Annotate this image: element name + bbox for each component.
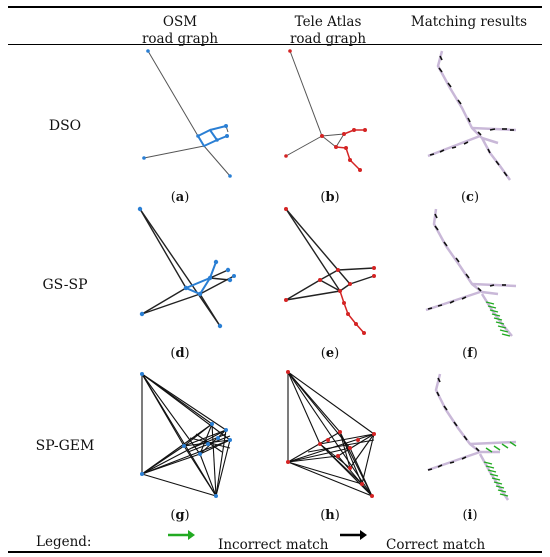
legend-incorrect-label: Incorrect match (218, 537, 329, 553)
diagram-b-tele-atlas-dso (280, 48, 380, 183)
top-rule (8, 6, 542, 8)
header-rule (8, 44, 542, 45)
caption-b: (b) (320, 190, 340, 205)
caption-f: (f) (462, 346, 478, 361)
diagram-c-matching-dso (420, 48, 525, 183)
diagram-a-osm-dso (130, 48, 250, 183)
header-matching-results: Matching results (410, 14, 528, 30)
caption-a: (a) (170, 190, 190, 205)
diagram-h-tele-atlas-sp-gem (278, 368, 383, 503)
incorrect-arrow-icon (166, 528, 196, 542)
caption-c: (c) (460, 190, 480, 205)
row-label-gs-sp: GS-SP (42, 277, 88, 293)
caption-i: (i) (462, 508, 478, 523)
diagram-g-osm-sp-gem (130, 368, 250, 503)
diagram-i-matching-sp-gem (420, 368, 525, 503)
diagram-d-osm-gs-sp (130, 206, 250, 341)
diagram-f-matching-gs-sp (420, 206, 525, 341)
diagram-e-tele-atlas-gs-sp (278, 206, 383, 341)
legend-correct-label: Correct match (386, 537, 486, 553)
caption-h: (h) (320, 508, 340, 523)
legend-title: Legend: (36, 534, 92, 550)
correct-arrow-icon (338, 528, 368, 542)
caption-e: (e) (320, 346, 340, 361)
caption-d: (d) (170, 346, 190, 361)
row-label-dso: DSO (48, 118, 82, 134)
caption-g: (g) (170, 508, 190, 523)
row-label-sp-gem: SP-GEM (35, 438, 95, 454)
bottom-rule (8, 551, 542, 553)
